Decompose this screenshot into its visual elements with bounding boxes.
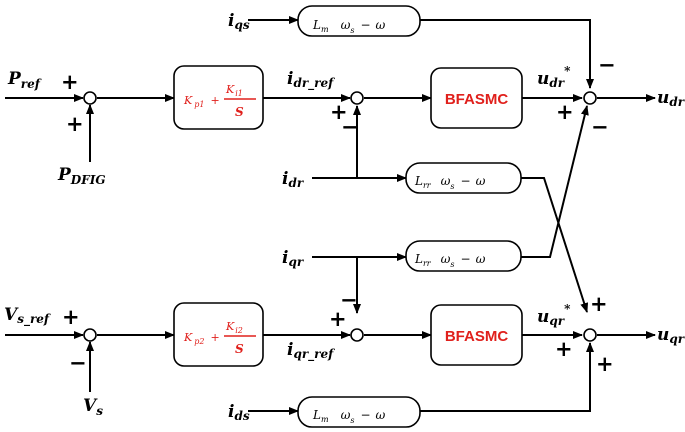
label-iqr: iqr	[282, 248, 305, 269]
sign-lm-top: −	[598, 53, 616, 77]
sum-junction-idr	[350, 91, 364, 105]
sign-idr: −	[341, 115, 359, 139]
svg-text:BFASMC: BFASMC	[445, 328, 509, 345]
label-uqr-star: uqr*	[537, 302, 571, 328]
sign-cross-top: −	[591, 115, 609, 139]
svg-text:S: S	[235, 105, 244, 119]
sum-junction-voltage	[83, 328, 97, 342]
sign-pref: +	[61, 70, 79, 94]
svg-text:S: S	[235, 342, 244, 356]
label-pref: Pref	[7, 69, 42, 91]
sign-uqr-star: +	[555, 337, 573, 361]
label-idr-ref: idr_ref	[287, 69, 335, 91]
label-vsref: Vs_ref	[4, 305, 51, 327]
svg-text:Ki2: Ki2	[225, 320, 243, 335]
wires-top	[5, 16, 656, 314]
label-idr: idr	[282, 169, 305, 190]
svg-text:BFASMC: BFASMC	[445, 91, 509, 108]
svg-text:Kp2+: Kp2+	[183, 331, 220, 346]
label-udr: udr	[657, 88, 685, 109]
bfasmc-controller-1: BFASMC	[430, 67, 523, 129]
label-uqr: uqr	[657, 325, 685, 346]
svg-text:Ki1: Ki1	[225, 83, 243, 98]
sum-junction-udr	[583, 91, 597, 105]
bfasmc-controller-2: BFASMC	[430, 304, 523, 366]
sign-vs: −	[69, 351, 87, 375]
label-ids: ids	[228, 402, 250, 423]
sum-junction-power	[83, 91, 97, 105]
sign-pdfig: +	[66, 112, 84, 136]
wires-bottom	[5, 331, 656, 415]
sign-lm-bottom: +	[596, 352, 614, 376]
sign-cross-bottom: +	[590, 292, 608, 316]
sign-iqr: −	[340, 288, 358, 312]
label-vs: Vs	[83, 396, 103, 418]
label-iqr-ref: iqr_ref	[287, 340, 335, 362]
label-iqs: iqs	[228, 11, 250, 32]
sign-idr-ref: +	[330, 100, 348, 124]
label-pdfig: PDFIG	[57, 165, 106, 187]
svg-text:Kp1+: Kp1+	[183, 94, 220, 109]
sign-iqr-ref: +	[329, 307, 347, 331]
sign-vsref: +	[62, 305, 80, 329]
sum-junction-uqr	[583, 328, 597, 342]
label-udr-star: udr*	[537, 64, 571, 90]
sign-udr-star: +	[556, 100, 574, 124]
sum-junction-iqr	[350, 328, 364, 342]
